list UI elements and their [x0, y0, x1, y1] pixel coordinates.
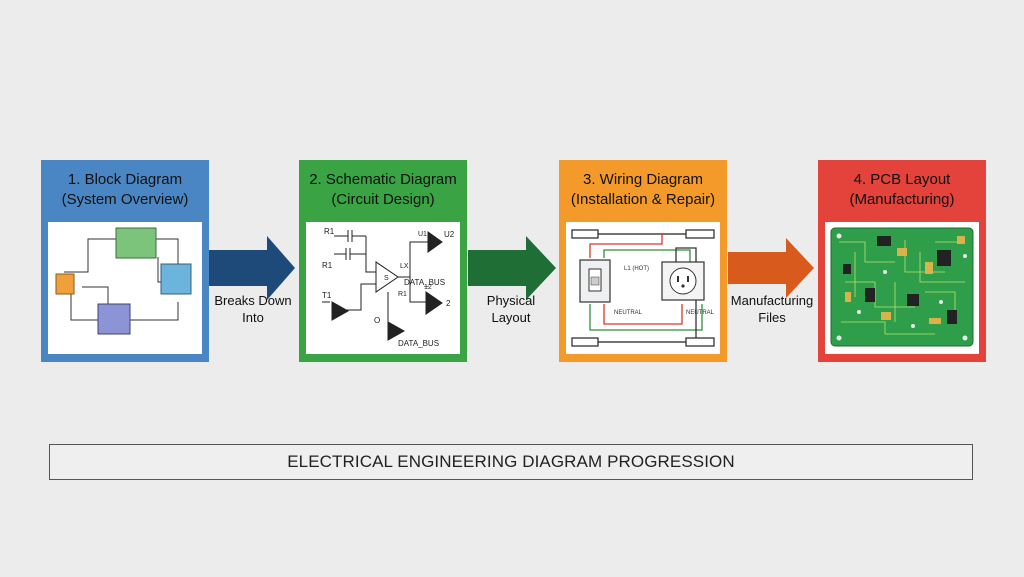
wiring-illustration: L1 (HOT) NEUTRAL NEUTRAL [566, 222, 720, 354]
label-2: 2 [446, 299, 451, 308]
label-data-bus-1: DATA_BUS [404, 278, 445, 287]
stage-card-wiring-diagram: 3. Wiring Diagram (Installation & Repair… [559, 160, 727, 362]
label-data-bus-2: DATA_BUS [398, 339, 439, 348]
stage-subtitle: (Circuit Design) [331, 191, 435, 208]
connector-arrow-3 [728, 238, 814, 298]
block-blue [160, 263, 192, 295]
label-o: O [374, 316, 380, 325]
label-neutral-left: NEUTRAL [614, 310, 643, 316]
block-diagram-illustration [48, 222, 202, 354]
block-green [115, 227, 157, 259]
connector-label-line1: Physical [486, 293, 536, 308]
stage-title: 3. Wiring Diagram [582, 171, 704, 188]
connector-label-1: Breaks Down Into [208, 292, 298, 326]
stage-subtitle: (Manufacturing) [849, 191, 955, 208]
connector-label-2: Physical Layout [466, 292, 556, 326]
label-t1: T1 [322, 291, 332, 300]
label-neutral-right: NEUTRAL [686, 310, 715, 316]
stage-subtitle: (Installation & Repair) [570, 191, 716, 208]
stage-card-block-diagram: 1. Block Diagram (System Overview) [41, 160, 209, 362]
stage-title: 1. Block Diagram [67, 171, 183, 188]
connector-arrow-1 [209, 236, 295, 300]
stage-title: 4. PCB Layout [853, 171, 951, 188]
label-12: 12 [424, 284, 432, 291]
connector-label-line2: Into [242, 310, 264, 325]
label-r1-mid: R1 [398, 291, 407, 298]
label-u1: U1 [418, 231, 427, 238]
connector-label-3: Manufacturing Files [722, 292, 822, 326]
stage-title: 2. Schematic Diagram [309, 171, 457, 188]
label-r1-top: R1 [324, 227, 335, 236]
label-hot: L1 (HOT) [624, 266, 649, 272]
connector-arrow-2 [468, 236, 556, 300]
pcb-illustration [825, 222, 979, 354]
block-purple [97, 303, 131, 335]
stage-card-pcb-layout: 4. PCB Layout (Manufacturing) [818, 160, 986, 362]
connector-label-line1: Manufacturing [730, 293, 814, 308]
label-lx: LX [400, 263, 409, 270]
connector-label-line1: Breaks Down [214, 293, 292, 308]
label-s: S [384, 275, 389, 282]
label-u2: U2 [444, 230, 455, 239]
stage-card-schematic-diagram: 2. Schematic Diagram (Circuit Design) [299, 160, 467, 362]
diagram-progression-banner: ELECTRICAL ENGINEERING DIAGRAM PROGRESSI… [49, 444, 973, 480]
stage-subtitle: (System Overview) [61, 191, 189, 208]
label-r1-left: R1 [322, 261, 333, 270]
block-orange [55, 273, 75, 295]
schematic-illustration: R1 R1 U2 U1 LX S DATA_BUS R1 T1 12 2 O D… [306, 222, 460, 354]
connector-label-line2: Layout [491, 310, 531, 325]
connector-label-line2: Files [758, 310, 786, 325]
banner-text: ELECTRICAL ENGINEERING DIAGRAM PROGRESSI… [287, 452, 735, 471]
